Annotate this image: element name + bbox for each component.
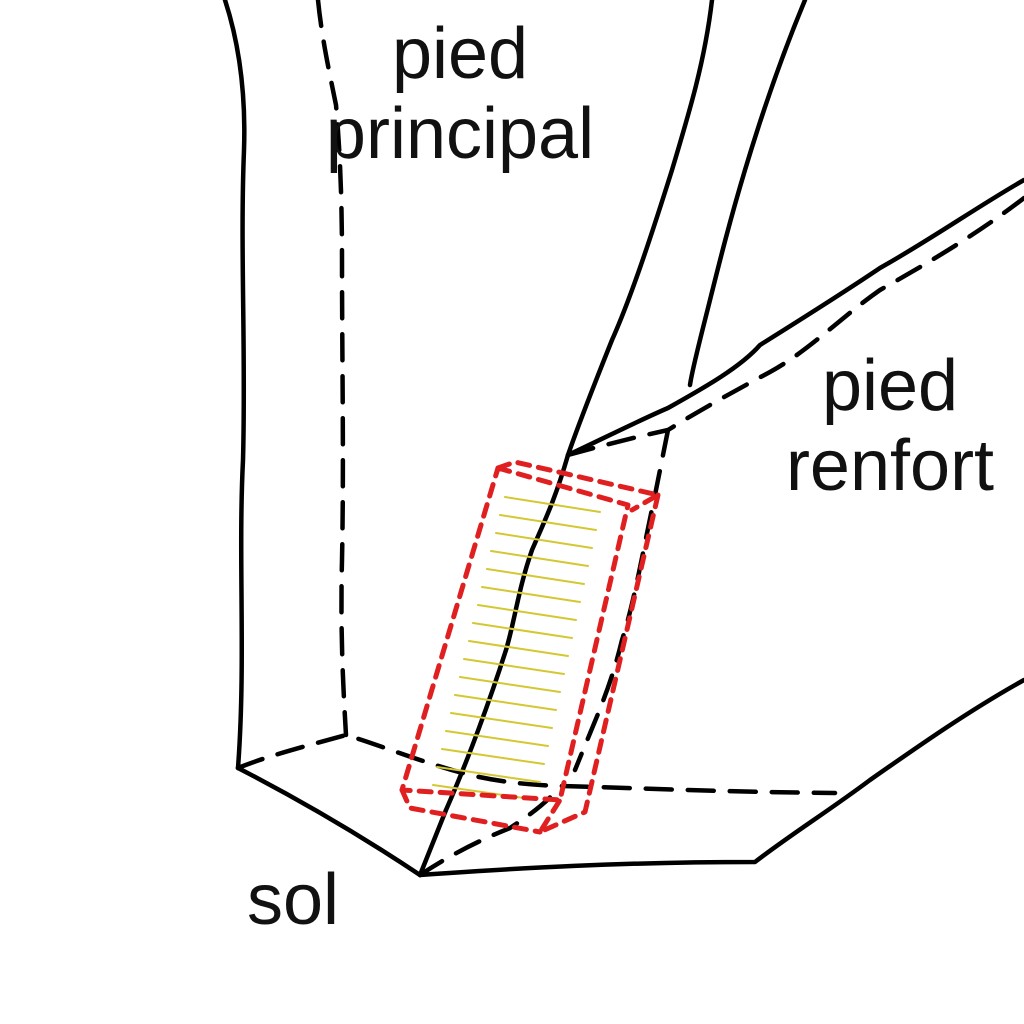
glue-hatching bbox=[432, 496, 601, 799]
brace-leg-hidden-top-edge bbox=[565, 195, 1024, 458]
main-leg-hidden-edge bbox=[315, 0, 349, 738]
main-leg-left-edge bbox=[222, 0, 247, 771]
contact-zone-outline bbox=[399, 459, 661, 835]
brace-leg-label-line2: renfort bbox=[785, 426, 995, 506]
main-leg-label-line1: pied bbox=[391, 14, 529, 94]
brace-leg-top-edge bbox=[565, 177, 1024, 458]
main-leg-front-edge bbox=[417, 0, 715, 878]
ground-front-edge bbox=[235, 765, 423, 878]
brace-leg-label: pied renfort bbox=[755, 346, 1024, 506]
ground-label-text: sol bbox=[246, 860, 340, 940]
main-leg-label-line2: principal bbox=[325, 94, 595, 174]
main-leg-right-edge bbox=[687, 0, 808, 388]
brace-leg-bottom-edge bbox=[417, 677, 1024, 878]
contact-zone-side-face bbox=[399, 459, 661, 835]
ground-label: sol bbox=[228, 860, 358, 940]
contact-zone-front-face bbox=[399, 465, 631, 803]
main-leg-label: pied principal bbox=[290, 14, 630, 174]
ground-hidden-back-edge bbox=[235, 732, 838, 796]
brace-leg-hidden-end bbox=[572, 427, 671, 773]
brace-leg-label-line1: pied bbox=[821, 346, 959, 426]
